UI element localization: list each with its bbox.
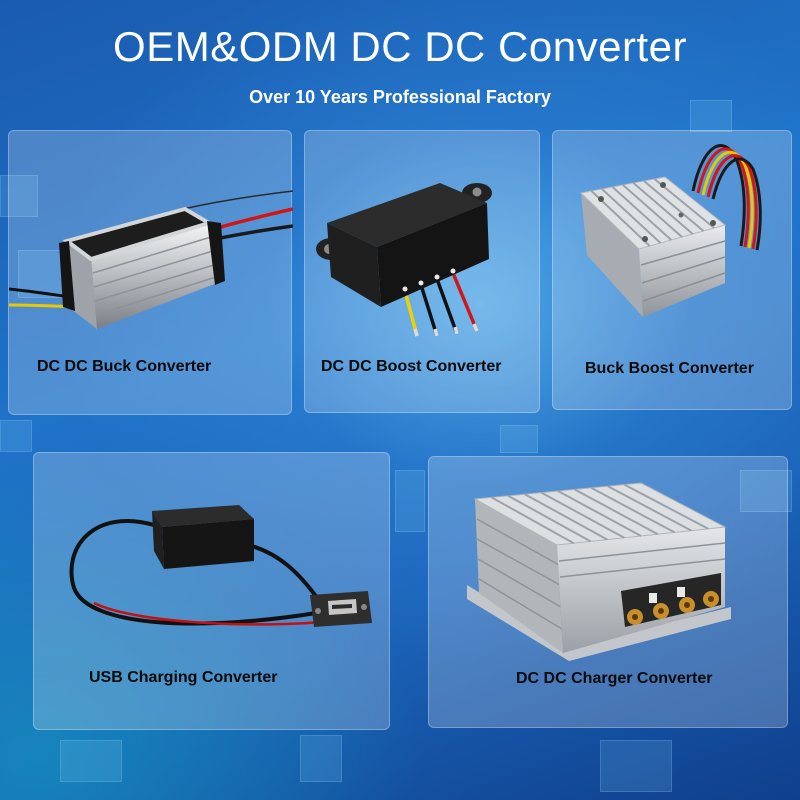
bg-square (600, 740, 672, 792)
bg-square (60, 740, 122, 782)
buck-converter-image (9, 190, 293, 329)
product-label: DC DC Buck Converter (37, 358, 212, 375)
product-label: USB Charging Converter (89, 669, 278, 686)
bg-square (690, 100, 732, 132)
page-subtitle: Over 10 Years Professional Factory (249, 87, 551, 107)
product-card-charger: DC DC Charger Converter (428, 456, 788, 728)
buck-boost-converter-image (579, 144, 762, 317)
bg-square (0, 420, 32, 452)
product-card-buck: DC DC Buck Converter (8, 130, 293, 415)
boost-converter-image (316, 183, 492, 337)
bg-square (740, 470, 792, 512)
bg-square (395, 470, 425, 532)
product-card-usb: USB Charging Converter (33, 452, 390, 730)
bg-square (300, 735, 342, 782)
charger-converter-image (467, 482, 731, 661)
product-card-buck-boost: Buck Boost Converter (552, 130, 792, 410)
product-label: Buck Boost Converter (585, 360, 754, 377)
page-title: OEM&ODM DC DC Converter (113, 23, 687, 70)
product-label: DC DC Boost Converter (321, 358, 502, 375)
bg-square (0, 175, 38, 217)
bg-square (500, 425, 538, 453)
product-card-boost: DC DC Boost Converter (304, 130, 540, 413)
usb-charging-converter-image (69, 505, 372, 627)
product-label: DC DC Charger Converter (516, 670, 713, 687)
